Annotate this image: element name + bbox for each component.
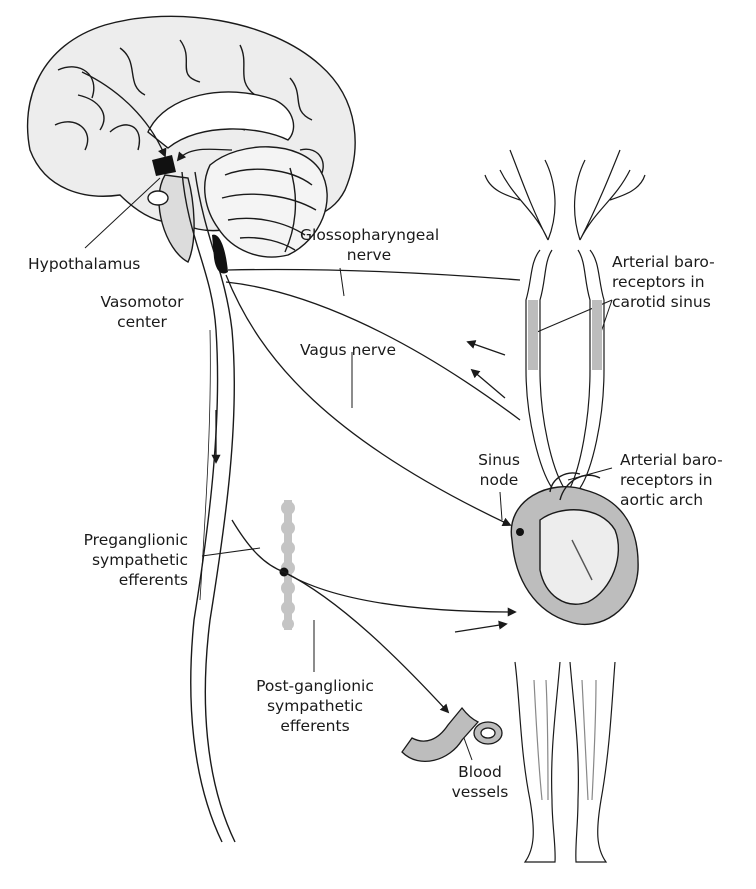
carotid-arteries-illustration [484, 149, 646, 489]
label-vagus-nerve: Vagus nerve [300, 341, 397, 359]
sympathetic-chain-illustration [281, 500, 295, 630]
label-hypothalamus: Hypothalamus [28, 255, 141, 273]
vasomotor-center-marker [212, 234, 228, 274]
sinus-node-marker [516, 528, 524, 536]
blood-vessel-illustration [401, 706, 503, 762]
heart-illustration [510, 472, 639, 626]
hypothalamus-marker [152, 155, 176, 176]
brain-illustration [26, 15, 356, 263]
legs-illustration [514, 661, 616, 863]
